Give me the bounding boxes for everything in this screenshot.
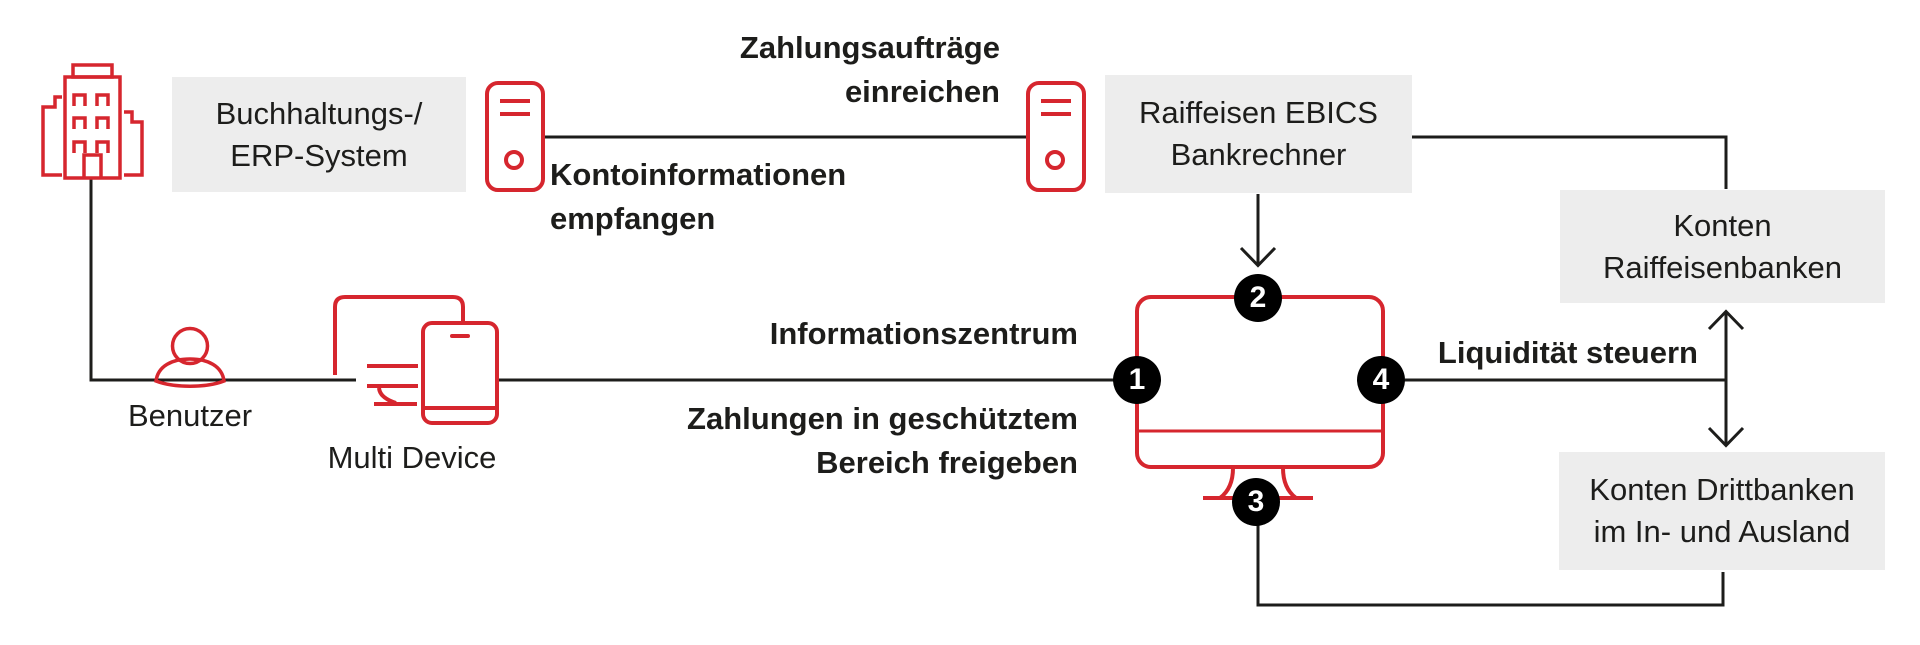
node-label-line: im In- und Ausland	[1593, 514, 1851, 549]
node-label-line: Raiffeisenbanken	[1603, 249, 1842, 285]
user-icon	[154, 326, 226, 388]
flow-label-zahlungsauftraege-einreichen: Zahlungsaufträge einreichen	[740, 26, 1000, 114]
node-label-line: Konten Drittbanken	[1589, 472, 1855, 507]
node-label-line: Buchhaltungs-/	[215, 95, 423, 131]
server-icon	[485, 81, 545, 192]
node-ebics-bankrechner: Raiffeisen EBICS Bankrechner	[1105, 75, 1412, 193]
flow-label-line: Zahlungen in geschütztem	[687, 401, 1078, 436]
flow-label-line: Kontoinformationen	[550, 157, 847, 192]
node-konten-drittbanken: Konten Drittbanken im In- und Ausland	[1559, 452, 1885, 570]
node-label-line: ERP-System	[230, 137, 408, 173]
node-konten-raiffeisenbanken: Konten Raiffeisenbanken	[1560, 190, 1885, 303]
flow-label-line: Liquidität steuern	[1437, 335, 1698, 370]
multi-device-icon	[333, 295, 499, 425]
step-2-badge: 2	[1234, 274, 1282, 322]
building-icon	[41, 63, 144, 180]
flow-label-line: einreichen	[844, 74, 1000, 109]
server-icon	[1026, 81, 1086, 192]
step-1-badge: 1	[1113, 356, 1161, 404]
caption-benutzer: Benutzer	[127, 398, 253, 433]
flow-label-liquiditaet-steuern: Liquidität steuern	[1438, 331, 1698, 375]
caption-multi-device: Multi Device	[327, 440, 497, 475]
step-3-badge: 3	[1232, 478, 1280, 526]
node-label-line: Konten	[1673, 207, 1772, 243]
step-4-badge: 4	[1357, 356, 1405, 404]
flow-label-kontoinformationen-empfangen: Kontoinformationen empfangen	[550, 153, 846, 241]
connector-lines	[89, 135, 1745, 607]
flow-label-informationszentrum: Informationszentrum	[770, 312, 1078, 356]
node-label-line: Raiffeisen EBICS	[1139, 95, 1378, 130]
flow-label-zahlungen-freigeben: Zahlungen in geschütztem Bereich freigeb…	[687, 397, 1078, 485]
flow-label-line: Bereich freigeben	[816, 445, 1078, 480]
flow-label-line: Zahlungsaufträge	[739, 30, 1000, 65]
flow-label-line: empfangen	[550, 201, 716, 236]
node-label-line: Bankrechner	[1170, 137, 1347, 172]
ebanking-monitor-icon	[1135, 295, 1385, 500]
flow-label-line: Informationszentrum	[769, 316, 1078, 351]
node-erp-system: Buchhaltungs-/ ERP-System	[172, 77, 466, 192]
